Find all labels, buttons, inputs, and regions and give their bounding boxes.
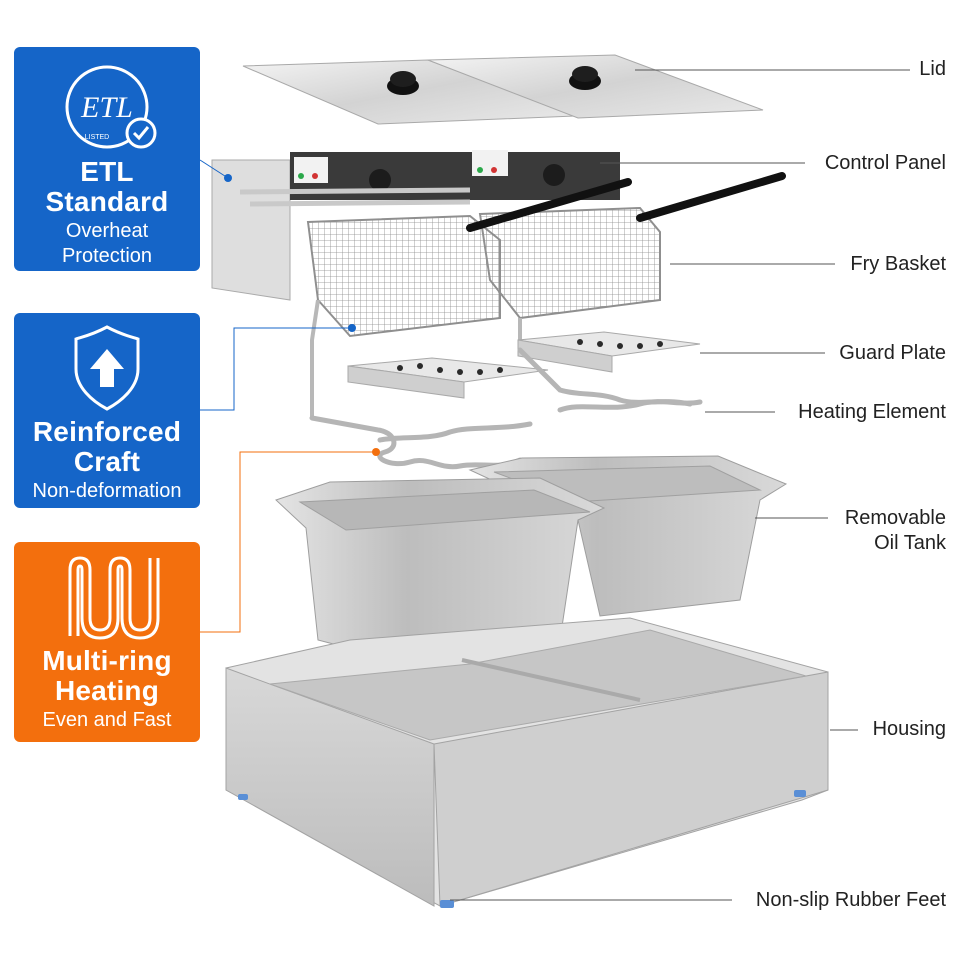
label-rubber-feet: Non-slip Rubber Feet — [755, 889, 946, 911]
label-fry-basket: Fry Basket — [850, 253, 946, 275]
lid — [242, 54, 764, 125]
badge-title: Reinforced Craft — [32, 416, 182, 477]
heating-coil-icon — [68, 556, 160, 640]
etl-logo-text: ETL — [80, 91, 133, 124]
shield-arrow-up-icon — [74, 325, 140, 411]
rubber-foot — [238, 794, 248, 800]
label-oil-tank: Removable Oil Tank — [844, 507, 946, 554]
heating-elements — [309, 347, 703, 470]
callout-lines — [199, 159, 380, 633]
fry-baskets — [306, 172, 786, 418]
label-heating-element: Heating Element — [798, 401, 946, 423]
housing — [225, 617, 829, 908]
badge-title: Multi-ring Heating — [42, 645, 172, 706]
rubber-foot — [440, 900, 454, 908]
leader-lines — [450, 69, 910, 901]
label-lid: Lid — [919, 58, 946, 80]
oil-tanks — [275, 455, 788, 665]
guard-plates — [347, 331, 701, 399]
feature-badge-heating: Multi-ring Heating Even and Fast — [14, 542, 200, 742]
badge-subtitle: Non-deformation — [32, 480, 182, 502]
badge-subtitle: Overheat Protection — [61, 220, 153, 267]
etl-listed-icon: ETL LISTED — [65, 65, 157, 149]
feature-badge-craft: Reinforced Craft Non-deformation — [14, 313, 200, 508]
rubber-foot — [794, 790, 806, 797]
label-housing: Housing — [872, 718, 946, 740]
badge-subtitle: Even and Fast — [42, 709, 172, 731]
feature-badge-etl: ETL LISTED ETL Standard Overheat Protect… — [14, 47, 200, 271]
label-control-panel: Control Panel — [824, 152, 946, 174]
badge-title: ETL Standard — [45, 156, 169, 217]
etl-logo-mark: LISTED — [85, 134, 110, 141]
control-panel — [211, 150, 620, 301]
label-guard-plate: Guard Plate — [839, 342, 946, 364]
